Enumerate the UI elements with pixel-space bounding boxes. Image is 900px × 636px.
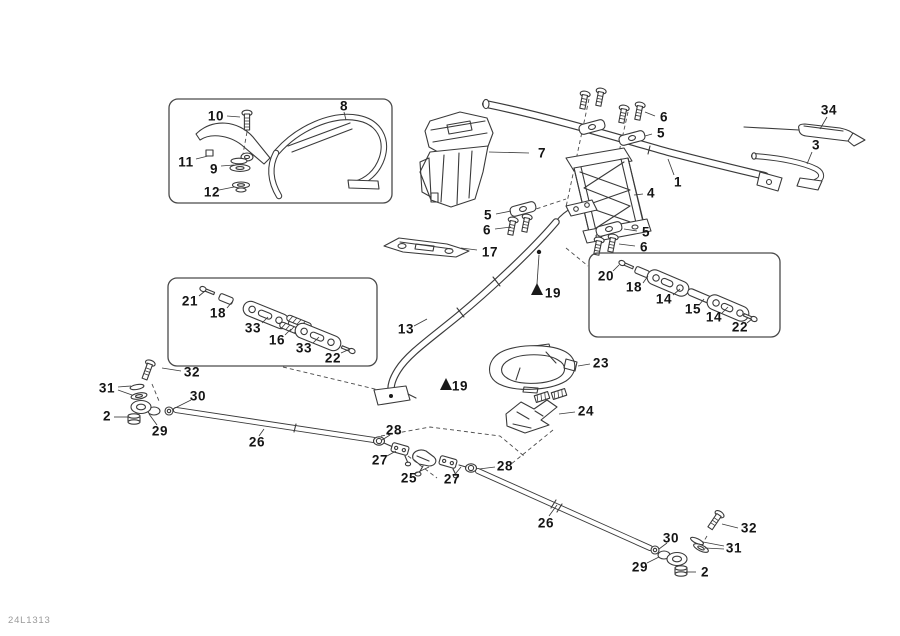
part-callout-10: 10 [207,108,225,124]
part-callout-30: 30 [189,388,207,404]
leader-lines [114,111,828,573]
part-callout-31: 31 [725,540,743,556]
part-callout-33: 33 [244,320,262,336]
bolt-10 [241,109,253,131]
bolt-32-right [707,509,725,531]
part-callout-4: 4 [646,185,656,201]
part-callout-6: 6 [659,109,669,125]
part-callout-32: 32 [740,520,758,536]
part-callout-34: 34 [820,102,838,118]
part-callout-20: 20 [597,268,615,284]
part-callout-9: 9 [209,161,219,177]
part-callout-6: 6 [482,222,492,238]
part-callout-6: 6 [639,239,649,255]
mount-bracket-24 [505,387,568,434]
inset-box-right-linkage [588,252,781,338]
tie-rod-left [173,407,377,443]
center-joints [372,436,478,479]
ball-joint-28-left [372,436,386,446]
inset-box-grab-handle [168,98,393,204]
left-arm-hardware [127,359,174,425]
part-callout-18: 18 [625,279,643,295]
washer-12 [231,181,251,193]
part-callout-17: 17 [481,244,499,260]
part-callout-23: 23 [592,355,610,371]
part-callout-30: 30 [662,530,680,546]
part-callout-18: 18 [209,305,227,321]
handle-pad [195,122,271,165]
part-callout-22: 22 [731,319,749,335]
grab-handle-hook [273,113,387,188]
part-callout-26: 26 [537,515,555,531]
strap-25 [412,449,437,467]
crank-29-right [666,551,688,567]
part-callout-12: 12 [203,184,221,200]
part-callout-16: 16 [268,332,286,348]
part-callout-5: 5 [641,224,651,240]
steering-column [373,218,560,406]
inset-box-left-linkage [167,277,378,367]
handlebar [482,98,783,192]
ball-30-right [650,545,660,555]
part-callout-25: 25 [400,470,418,486]
square-nut-11 [205,149,214,157]
gauge-console [419,111,494,208]
part-callout-27: 27 [443,471,461,487]
ball-30-left [164,406,174,416]
part-callout-26: 26 [248,434,266,450]
part-callout-19: 19 [451,378,469,394]
part-callout-33: 33 [295,340,313,356]
part-callout-24: 24 [577,403,595,419]
part-callout-5: 5 [656,125,666,141]
cover-plate-23 [488,343,578,394]
clamp-bolt-sets [507,87,646,256]
part-callout-8: 8 [339,98,349,114]
part-callout-27: 27 [371,452,389,468]
part-callout-19: 19 [544,285,562,301]
part-callout-2: 2 [700,564,710,580]
part-callout-13: 13 [397,321,415,337]
part-callout-29: 29 [631,559,649,575]
tie-rod-right [475,468,653,551]
washers-9 [229,157,251,172]
part-callout-11: 11 [178,154,194,170]
support-bracket-17 [383,237,470,258]
bolt-32-left [141,359,156,381]
diagram-code-label: 24L1313 [8,615,51,626]
right-arm-hardware [650,509,725,577]
part-callout-22: 22 [324,350,342,366]
clamp-27-left [390,442,410,456]
part-callout-2: 2 [102,408,112,424]
crank-29-left [130,399,152,415]
part-callout-14: 14 [655,291,673,307]
part-callout-15: 15 [684,301,702,317]
clamp-27-right [438,455,458,469]
part-callout-14: 14 [705,309,723,325]
part-callout-7: 7 [537,145,547,161]
ball-joint-28-right [464,463,478,473]
part-callout-5: 5 [483,207,493,223]
grip-34 [743,123,866,147]
part-callout-28: 28 [496,458,514,474]
part-callout-29: 29 [151,423,169,439]
part-callout-28: 28 [385,422,403,438]
part-callout-31: 31 [98,380,116,396]
position-markers-19 [440,249,543,390]
part-callout-3: 3 [811,137,821,153]
hooked-grip-3 [751,152,825,191]
part-callout-32: 32 [183,364,201,380]
part-callout-1: 1 [673,174,683,190]
part-callout-21: 21 [181,293,199,309]
